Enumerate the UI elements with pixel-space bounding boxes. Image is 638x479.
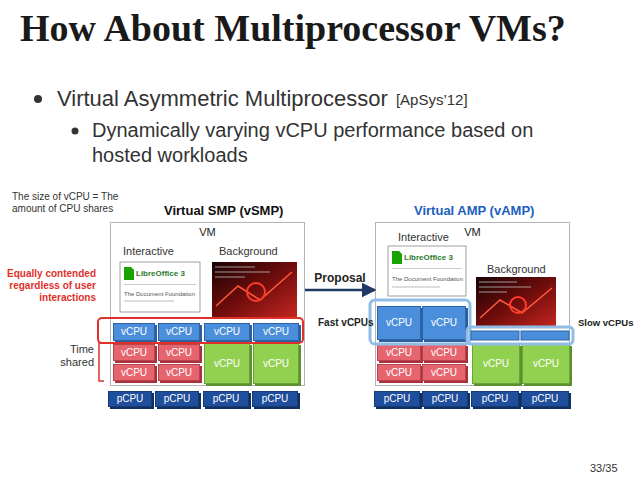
vcpu-box: vCPU [253,323,299,341]
vcpu-box: vCPU [472,344,520,384]
callout-text: Slow vCPUs [578,317,633,328]
cpu-label: vCPU [386,367,412,379]
vcpu-box: vCPU [253,343,299,384]
bullet-dot [72,128,79,135]
cpu-label: vCPU [483,358,509,370]
pcpu-box: pCPU [471,391,519,407]
fast-group-outline [370,300,470,344]
cpu-label: pCPU [532,393,559,405]
note-text: The size of vCPU = The amount of CPU sha… [12,191,137,215]
pcpu-box: pCPU [108,391,152,407]
flow-arrow [305,289,375,292]
vcpu-box: vCPU [204,343,250,384]
cpu-label: pCPU [384,393,411,405]
app-vendor: The Document Foundation [124,291,195,298]
cpu-label: vCPU [121,347,147,359]
callout-text: Time shared [48,343,94,369]
bullet-text: Dynamically varying vCPU performance bas… [92,118,597,168]
vcpu-box: vCPU [422,306,466,340]
cpu-label: vCPU [166,347,192,359]
vcpu-box: vCPU [422,344,466,361]
cpu-label: pCPU [164,393,191,405]
cpu-label: vCPU [263,326,289,338]
cpu-label: vCPU [386,317,412,329]
diagram-heading: Virtual SMP (vSMP) [164,203,283,218]
callout-text: Fast vCPUs [318,317,374,329]
arrow-label: Proposal [314,271,365,285]
app-name: LibreOffice 3 [136,269,185,279]
pcpu-box: pCPU [422,391,468,407]
workload-label: Background [219,245,278,258]
cpu-label: vCPU [166,367,192,379]
app-vendor: The Document Foundation [392,276,463,283]
vcpu-box: vCPU [377,306,421,340]
workload-label: Background [487,263,546,276]
vcpu-box: vCPU [158,323,200,341]
pcpu-box: pCPU [155,391,199,407]
cpu-label: vCPU [214,358,240,370]
cpu-label: vCPU [121,326,147,338]
callout-text: Equally contended regardless of user int… [0,268,96,304]
citation: [ApSys’12] [396,91,468,109]
slide-title: How About Multiprocessor VMs? [20,6,566,50]
time-share-bracket [99,343,104,381]
vcpu-box: vCPU [377,344,421,361]
cpu-label: vCPU [166,326,192,338]
bullet-text: Virtual Asymmetric Multiprocessor [57,86,388,112]
vcpu-box: vCPU [422,364,466,381]
cpu-label: vCPU [431,367,457,379]
cpu-label: pCPU [482,393,509,405]
vcpu-box: vCPU [113,364,155,381]
vcpu-box: vCPU [522,344,570,384]
cpu-label: vCPU [431,317,457,329]
cpu-label: vCPU [386,347,412,359]
cpu-label: pCPU [117,393,144,405]
page-number: 33/35 [590,462,618,475]
cpu-label: pCPU [432,393,459,405]
cpu-label: vCPU [263,358,289,370]
pcpu-box: pCPU [252,391,298,407]
vm-box: Virtual AMP (vAMP)VMvCPUvCPUvCPUvCPUvCPU… [375,222,570,386]
pcpu-box: pCPU [521,391,569,407]
cpu-label: pCPU [213,393,240,405]
workload-label: Interactive [398,231,449,244]
cpu-label: vCPU [431,347,457,359]
pcpu-box: pCPU [374,391,420,407]
vcpu-box: vCPU [113,323,155,341]
cpu-label: vCPU [214,326,240,338]
app-name: LibreOffice 3 [404,253,453,263]
vcpu-box: vCPU [158,344,200,361]
vm-label: VM [111,226,304,238]
cpu-label: vCPU [121,367,147,379]
vcpu-box: vCPU [113,344,155,361]
vcpu-box: vCPU [158,364,200,381]
bullet-dot [34,95,42,103]
vcpu-box: vCPU [377,364,421,381]
pcpu-box: pCPU [203,391,249,407]
vcpu-box: vCPU [204,323,250,341]
workload-label: Interactive [123,245,174,258]
cpu-label: vCPU [533,358,559,370]
cpu-label: pCPU [262,393,289,405]
diagram-heading: Virtual AMP (vAMP) [414,203,534,218]
